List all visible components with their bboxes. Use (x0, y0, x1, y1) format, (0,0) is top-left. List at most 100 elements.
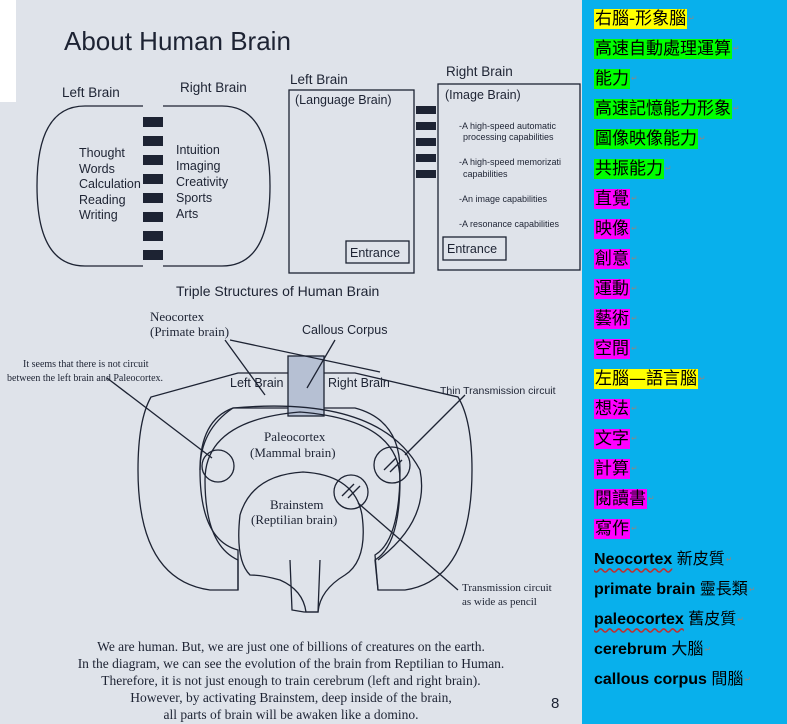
fig2-language-brain-label: (Language Brain) (295, 93, 392, 107)
brainstem-label: Brainstem (270, 497, 323, 512)
fig1-left-item: Words (79, 162, 115, 176)
paragraph-mark-icon: ↵ (744, 675, 752, 684)
note-text: 能力 (594, 69, 630, 89)
connection-bar (416, 122, 436, 130)
fig3-left-brain-label: Left Brain (230, 376, 284, 390)
sidebar-note-line: 計算↵ (594, 455, 638, 483)
thin-circuit-label: Thin Transmission circuit (440, 385, 556, 397)
sidebar-note-line: 高速自動處理運算↵ (594, 35, 740, 63)
connection-bar (416, 170, 436, 178)
note-text: 空間 (594, 339, 630, 359)
paleocortex-inner-curve (232, 405, 423, 561)
thin-circuit-mark (389, 459, 403, 473)
note-text: 藝術 (594, 309, 630, 329)
mammal-brain-label: (Mammal brain) (250, 445, 336, 460)
fig2-right-box (437, 83, 581, 271)
fig1-left-hemisphere (36, 105, 143, 267)
paragraph-mark-icon: ↵ (631, 404, 638, 413)
paragraph-mark-icon: ↵ (699, 374, 706, 383)
note-text: 創意 (594, 249, 630, 269)
note-text: 直覺 (594, 189, 630, 209)
note-text: 右腦-形象腦 (594, 9, 688, 29)
transmission-circle (333, 474, 369, 510)
sidebar-note-line: 共振能力↵ (594, 155, 672, 183)
glossary-entry: callous corpus 間腦↵ (594, 666, 751, 694)
sidebar-note-line: 空間↵ (594, 335, 638, 363)
fig2-left-box (288, 89, 415, 274)
note-text: 運動 (594, 279, 630, 299)
note-text: 左腦—語言腦 (594, 369, 698, 389)
fig1-right-item: Creativity (176, 175, 229, 189)
fig1-right-hemisphere (163, 105, 271, 267)
no-circuit-note: It seems that there is not circuit (23, 359, 149, 370)
paragraph-mark-icon: ↵ (748, 585, 756, 594)
glossary-term: callous corpus (594, 671, 707, 689)
paragraph-line: Therefore, it is not just enough to trai… (101, 673, 480, 688)
fig2-capability: -A resonance capabilities (459, 219, 560, 229)
fig2-entrance-right: Entrance (447, 242, 497, 256)
sidebar-note-line: 藝術↵ (594, 305, 638, 333)
fig1-right-brain-label: Right Brain (180, 80, 247, 95)
fig1-left-item: Thought (79, 146, 125, 160)
sidebar-note-line: 圖像映像能力↵ (594, 125, 706, 153)
sidebar-note-line: 左腦—語言腦↵ (594, 365, 706, 393)
sidebar-note-line: 想法↵ (594, 395, 638, 423)
paragraph-mark-icon: ↵ (631, 224, 638, 233)
glossary-term: Neocortex (594, 551, 673, 569)
paragraph-line: We are human. But, we are just one of bi… (97, 639, 485, 654)
note-text: 高速記憶能力形象 (594, 99, 732, 119)
sidebar-note-line: 閱讀書↵ (594, 485, 655, 513)
reptilian-brain-label: (Reptilian brain) (251, 512, 337, 527)
glossary-term: cerebrum (594, 641, 667, 659)
paragraph-line: In the diagram, we can see the evolution… (78, 656, 505, 671)
connection-bar (143, 212, 163, 222)
fig2-image-brain-label: (Image Brain) (445, 88, 521, 102)
fig1-connection-bars (143, 117, 163, 260)
note-text: 共振能力 (594, 159, 664, 179)
fig2-capability: processing capabilities (463, 132, 554, 142)
connection-bar (143, 136, 163, 146)
neocortex-label: Neocortex (150, 309, 205, 324)
fig1-left-item: Calculation (79, 177, 141, 191)
fig1-right-item: Imaging (176, 159, 221, 173)
paragraph-mark-icon: ↵ (631, 74, 638, 83)
sidebar-note-line: 文字↵ (594, 425, 638, 453)
fig1-left-brain-label: Left Brain (62, 85, 120, 100)
scanned-page: About Human Brain Left Brain Right Brain… (0, 0, 582, 724)
fig3-title: Triple Structures of Human Brain (176, 283, 379, 299)
page-margin (0, 0, 16, 102)
paragraph-mark-icon: ↵ (631, 434, 638, 443)
glossary-entry: cerebrum 大腦↵ (594, 636, 711, 664)
fig2-right-brain-label: Right Brain (446, 64, 513, 79)
paragraph-mark-icon: ↵ (631, 194, 638, 203)
note-text: 計算 (594, 459, 630, 479)
fig1-right-item: Sports (176, 191, 212, 205)
glossary-translation: 間腦 (706, 671, 744, 689)
sidebar-note-line: 映像↵ (594, 215, 638, 243)
sidebar-note-line: 高速記憶能力形象↵ (594, 95, 740, 123)
sidebar-note-line: 能力↵ (594, 65, 638, 93)
connection-bar (416, 138, 436, 146)
no-circuit-note: between the left brain and Paleocortex. (7, 373, 163, 384)
connection-bar (143, 231, 163, 241)
glossary-translation: 舊皮質 (683, 611, 737, 629)
fig2-entrance-right-box (442, 236, 507, 261)
neocortex-leader-right (229, 339, 381, 373)
sidebar-note-line: 運動↵ (594, 275, 638, 303)
sidebar-note-line: 寫作↵ (594, 515, 638, 543)
no-circuit-circle (201, 449, 235, 483)
connection-bar (143, 174, 163, 184)
brainstem-stem (289, 559, 321, 613)
paragraph-mark-icon: ↵ (648, 494, 655, 503)
connection-bar (143, 193, 163, 203)
fig1-left-items: Thought Words Calculation Reading Writin… (79, 146, 141, 222)
glossary-term: paleocortex (594, 611, 684, 629)
callous-corpus-label: Callous Corpus (302, 323, 387, 337)
glossary-entry: Neocortex 新皮質↵ (594, 546, 732, 574)
paragraph-mark-icon: ↵ (737, 615, 744, 624)
note-text: 閱讀書 (594, 489, 647, 509)
figure-language-image-brain: Left Brain Right Brain (Language Brain) … (288, 64, 581, 274)
paleocortex-outline (204, 411, 401, 591)
connection-bar (416, 154, 436, 162)
connection-bar (143, 117, 163, 127)
